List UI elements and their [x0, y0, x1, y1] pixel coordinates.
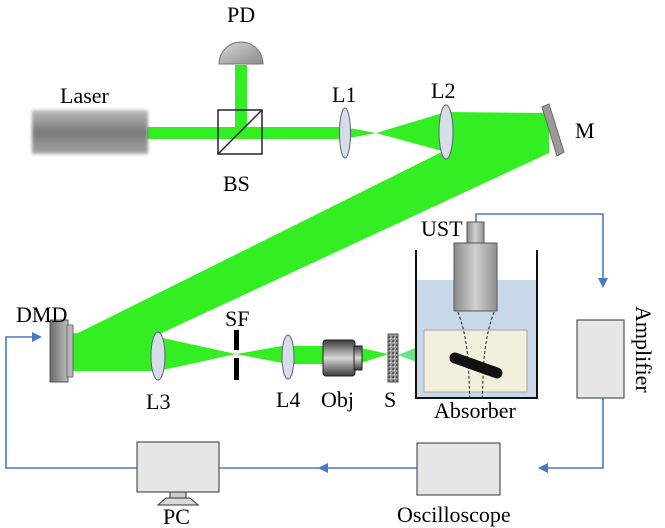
beam-dmd-to-l3	[72, 333, 158, 371]
spatial-filter	[234, 330, 239, 380]
dmd-label: DMD	[16, 302, 67, 327]
beam-l4-to-obj	[288, 346, 324, 364]
lens-l1	[339, 107, 351, 159]
beam-l1-focus	[344, 127, 376, 139]
sf-label: SF	[225, 306, 249, 331]
l4-label: L4	[276, 387, 300, 412]
oscilloscope-box	[416, 442, 501, 496]
beam-l3-to-sf	[158, 337, 236, 371]
beam-splitter	[217, 109, 263, 155]
beam-mirror-to-dmd	[68, 113, 549, 358]
wire-amplifier-to-oscilloscope	[538, 398, 604, 473]
objective-lens	[322, 339, 363, 377]
beam-bs-to-pd	[235, 65, 247, 133]
wire-ust-to-amplifier	[475, 213, 608, 288]
amplifier-label: Amplifier	[631, 306, 656, 393]
ultrasound-transducer	[453, 221, 498, 312]
amplifier-box	[576, 319, 625, 399]
dmd	[49, 319, 74, 383]
pd-label: PD	[227, 2, 255, 27]
sample-slide	[387, 333, 399, 383]
s-label: S	[384, 387, 396, 412]
wire-pc-to-dmd	[5, 332, 137, 469]
oscilloscope-label: Oscilloscope	[397, 502, 511, 527]
bs-label: BS	[223, 171, 250, 196]
l1-label: L1	[332, 82, 356, 107]
mirror	[541, 103, 565, 157]
lens-l2	[438, 104, 454, 160]
photodiode	[218, 41, 264, 65]
obj-label: Obj	[321, 387, 354, 412]
lens-l3	[150, 331, 166, 381]
m-label: M	[575, 118, 595, 143]
beam-expander	[376, 112, 446, 152]
laser-source	[32, 110, 148, 154]
absorber-label: Absorber	[434, 398, 517, 423]
pc-label: PC	[163, 504, 190, 528]
absorber-rod	[449, 352, 503, 379]
l3-label: L3	[146, 389, 170, 414]
ust-label: UST	[421, 216, 463, 241]
lens-l4	[281, 334, 295, 380]
pc-monitor	[136, 441, 220, 506]
beam-obj-to-sample	[361, 348, 388, 363]
l2-label: L2	[431, 78, 455, 103]
laser-label: Laser	[60, 83, 110, 108]
beam-sf-to-l4	[236, 345, 288, 364]
signal-wires	[5, 213, 608, 473]
